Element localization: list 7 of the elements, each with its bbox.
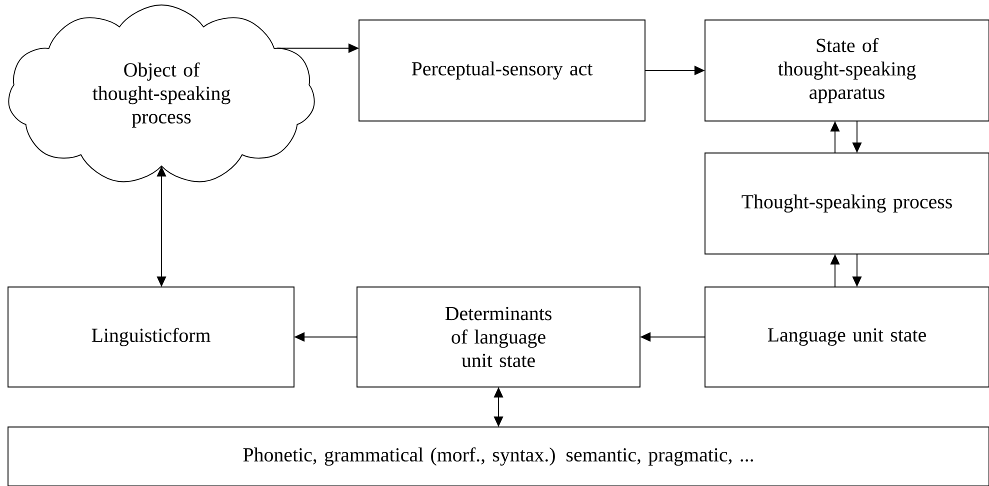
process-box: Language unit state bbox=[704, 286, 989, 388]
process-box: State of thought-speaking apparatus bbox=[704, 20, 989, 122]
process-box: Perceptual-sensory act bbox=[358, 20, 646, 122]
process-box: Determinants of language unit state bbox=[356, 286, 640, 388]
process-box: Linguisticform bbox=[8, 286, 294, 388]
process-box: Phonetic, grammatical (morf., syntax.) semantic, pragmatic, ... bbox=[8, 426, 989, 486]
process-box: Thought-speaking process bbox=[704, 152, 989, 254]
